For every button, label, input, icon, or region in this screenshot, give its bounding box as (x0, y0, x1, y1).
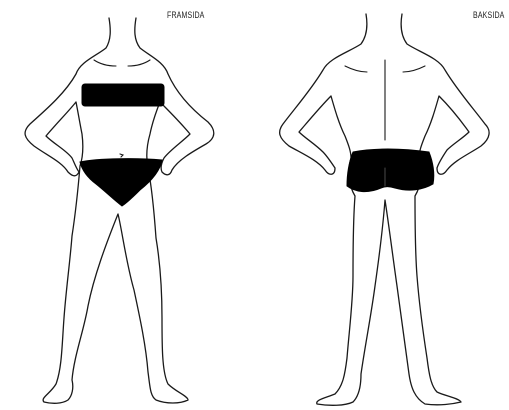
back-figure-panel: BAKSIDA (255, 0, 509, 410)
back-body-outline (280, 14, 489, 405)
front-figure (0, 0, 250, 410)
front-figure-panel: FRAMSIDA (0, 0, 250, 410)
back-bikini-bottom (347, 149, 434, 192)
back-figure (255, 0, 509, 410)
front-bandeau-top (82, 84, 164, 106)
front-body-outline (25, 18, 214, 403)
